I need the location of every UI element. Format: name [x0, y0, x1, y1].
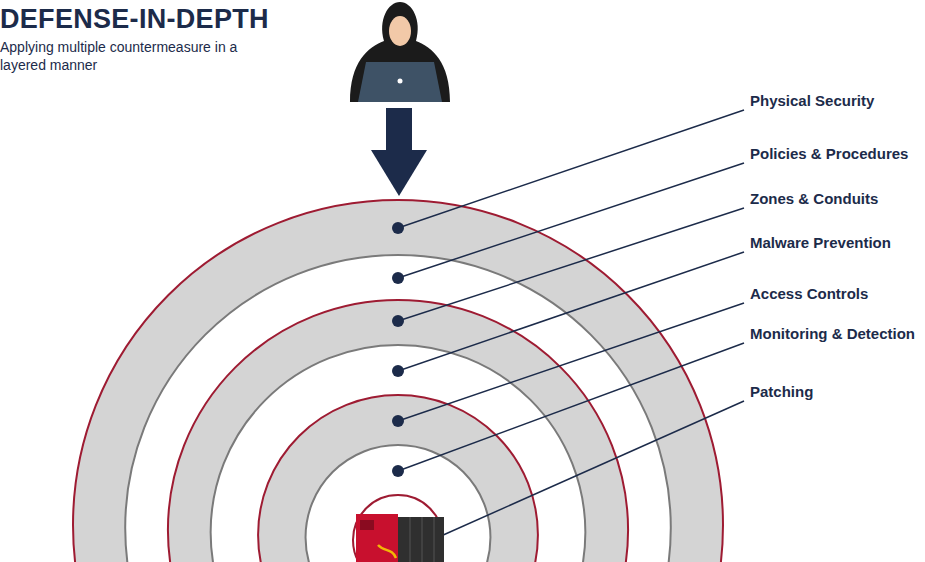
layer-dot: [392, 465, 404, 477]
leader-line: [398, 163, 744, 278]
leader-line: [432, 401, 744, 540]
layer-ring: [353, 495, 443, 562]
hooded-body: [350, 2, 450, 102]
layer-label: Access Controls: [750, 285, 868, 302]
arrow-head: [371, 150, 427, 196]
plc-slot: [422, 517, 423, 562]
layer-label: Zones & Conduits: [750, 190, 878, 207]
layer-label: Physical Security: [750, 92, 874, 109]
diagram-title: DEFENSE-IN-DEPTH: [0, 4, 269, 35]
plc-slot: [410, 517, 411, 562]
leader-line: [398, 343, 744, 471]
arrow-shaft: [386, 108, 412, 152]
layer-ring: [258, 395, 538, 562]
plc-device: [356, 514, 444, 562]
layer-ring: [125, 255, 671, 562]
layer-ring: [168, 300, 628, 562]
layer-dot: [392, 222, 404, 234]
layer-ring: [306, 445, 491, 562]
layer-dot: [392, 272, 404, 284]
laptop-logo: [398, 79, 403, 84]
layer-ring: [211, 345, 586, 562]
leader-line: [398, 252, 744, 371]
laptop: [358, 62, 442, 102]
layer-label: Monitoring & Detection: [750, 325, 915, 342]
layer-rings: [73, 200, 723, 562]
subtitle: Applying multiple countermeasure in a la…: [0, 38, 240, 74]
plc-slot: [434, 517, 435, 562]
leader-line: [398, 208, 744, 321]
leader-line: [398, 110, 744, 228]
layer-dot: [392, 415, 404, 427]
layer-dot: [392, 365, 404, 377]
layer-dots: [392, 222, 404, 477]
layer-label: Malware Prevention: [750, 234, 891, 251]
leader-lines: [398, 110, 744, 540]
layer-ring: [73, 200, 723, 562]
plc-power-module: [356, 514, 398, 562]
attack-arrow: [371, 108, 427, 196]
plc-io-rack: [398, 517, 444, 562]
layer-dot: [392, 315, 404, 327]
layer-label: Policies & Procedures: [750, 145, 908, 162]
layer-label: Patching: [750, 383, 813, 400]
plc-cable: [378, 545, 396, 558]
plc-detail: [360, 520, 374, 530]
face: [389, 16, 411, 46]
attacker-figure: [350, 2, 450, 102]
